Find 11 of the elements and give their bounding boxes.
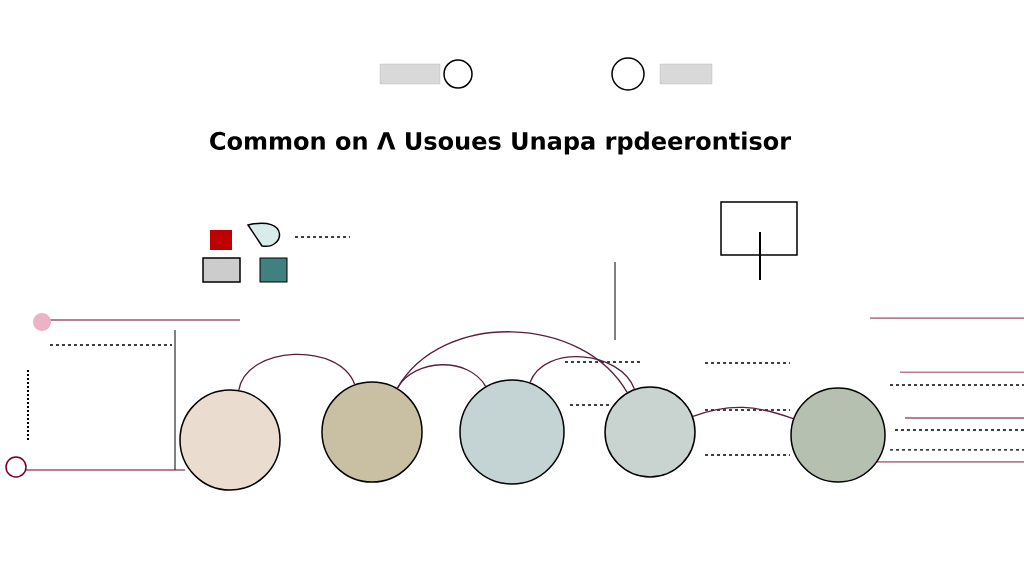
circle-node (321, 381, 423, 483)
connector (238, 353, 356, 391)
circle-node (790, 387, 886, 483)
connector (529, 356, 635, 390)
circle-node (179, 389, 281, 491)
title: Common on Λ Usoues Unapa rpdeerontisor (210, 131, 791, 155)
connector (396, 331, 628, 394)
circle-node (604, 386, 696, 478)
connector (692, 406, 794, 420)
connector (396, 364, 487, 389)
circle-node (459, 379, 565, 485)
